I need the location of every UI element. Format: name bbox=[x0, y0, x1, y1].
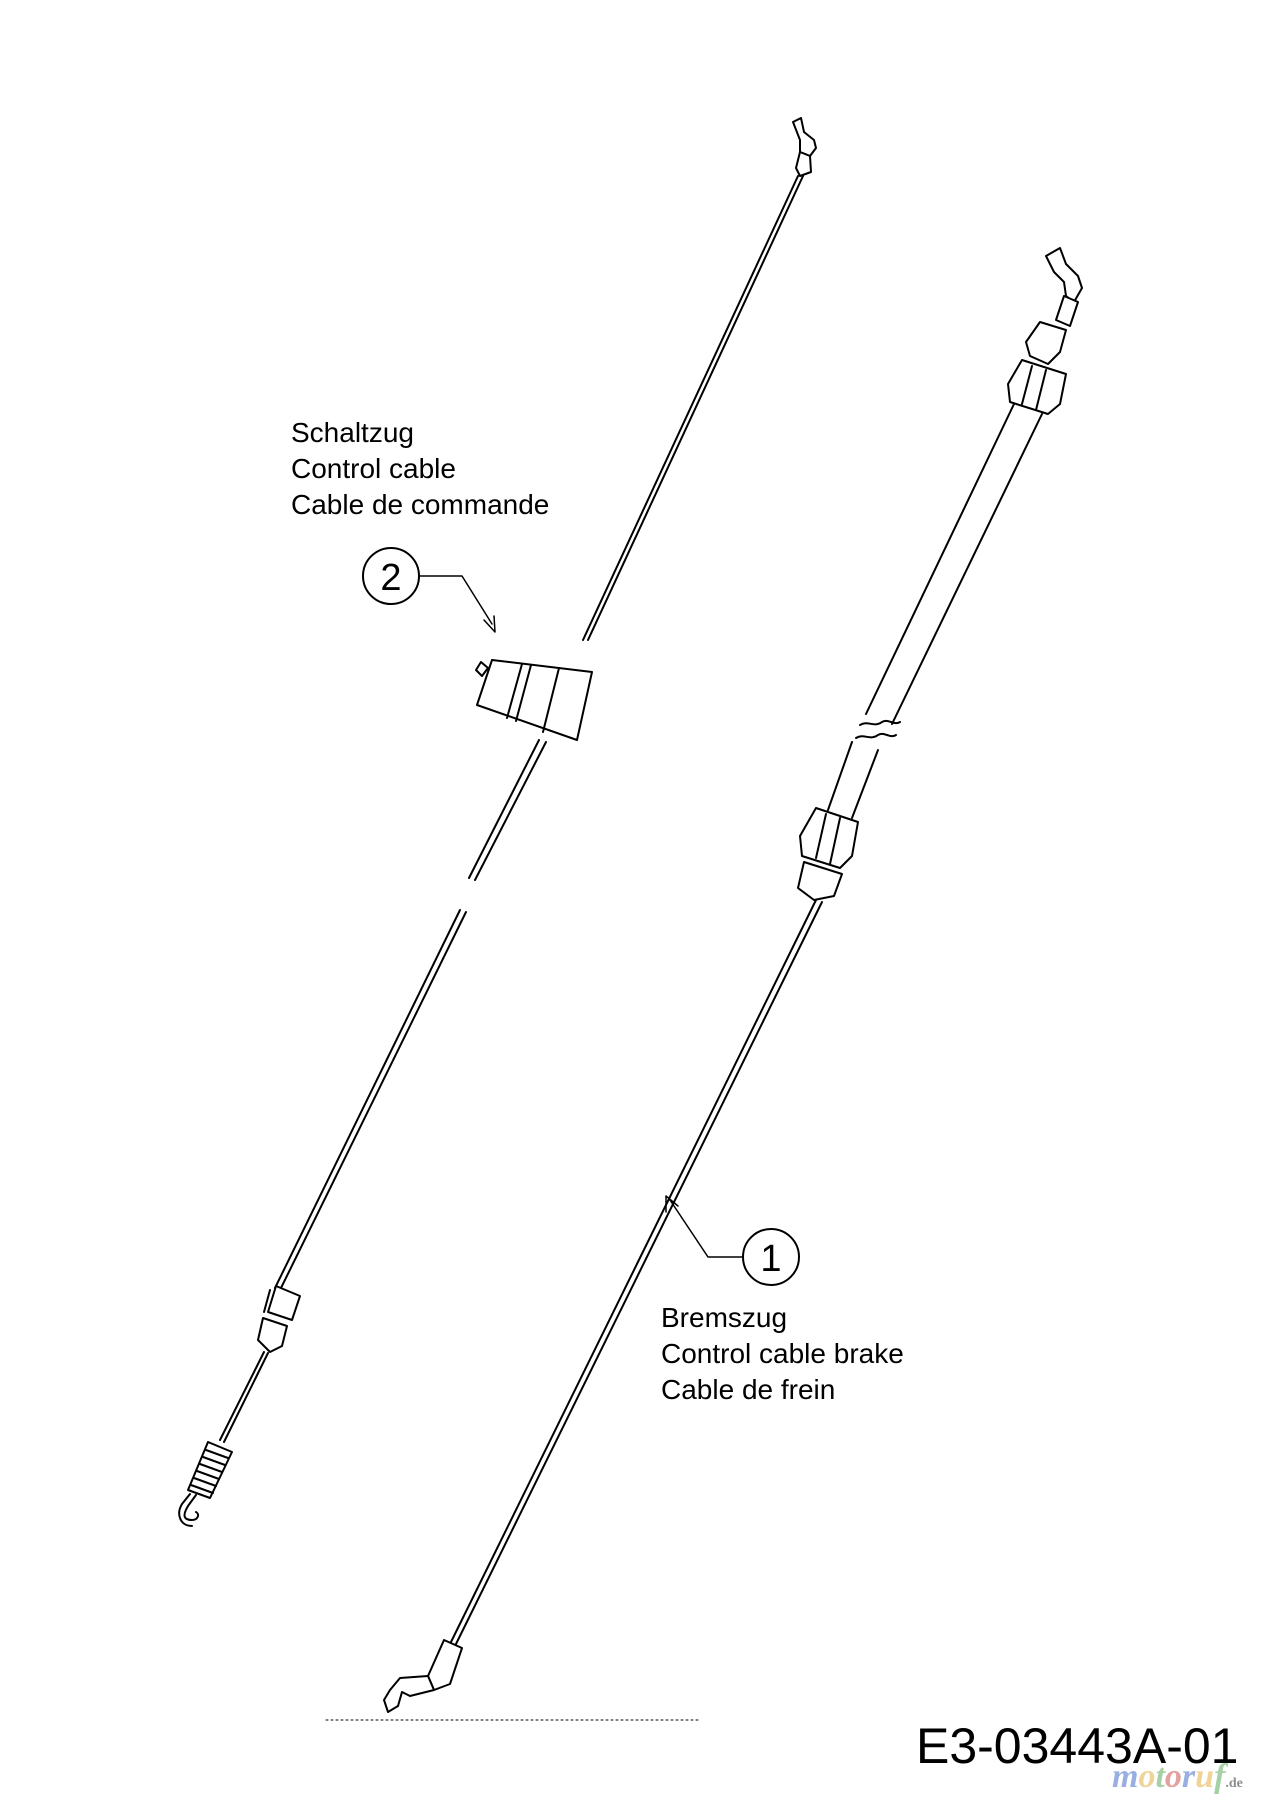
cable-2-top-ferrule bbox=[795, 151, 812, 177]
cable-2-wire-upper bbox=[582, 175, 804, 641]
cable-1-break-mark bbox=[855, 719, 901, 739]
callout-1-label-en: Control cable brake bbox=[661, 1338, 904, 1369]
cable-1-bottom-ferrule bbox=[427, 1639, 463, 1691]
cable-2-wire-middle bbox=[468, 739, 547, 881]
callout-1-label: Bremszug Control cable brake Cable de fr… bbox=[661, 1300, 904, 1408]
cable-2-lower-nut bbox=[257, 1317, 288, 1353]
callout-1-label-de: Bremszug bbox=[661, 1302, 788, 1333]
cable-1-lower-nut bbox=[799, 807, 859, 869]
watermark-logo: motoruf.de bbox=[1112, 1758, 1243, 1796]
callout-2-arrowhead bbox=[483, 615, 496, 633]
watermark-letter: o bbox=[1164, 1758, 1182, 1795]
watermark-letter: r bbox=[1181, 1758, 1196, 1795]
callout-1-arrowhead bbox=[665, 1195, 679, 1213]
watermark-suffix: .de bbox=[1225, 1776, 1243, 1791]
cable-2-lower-ferrule bbox=[267, 1285, 301, 1321]
cable-2-end-wire bbox=[219, 1351, 269, 1443]
cable-2-bottom-hook bbox=[178, 1493, 200, 1527]
cable-1-housing-upper bbox=[865, 403, 1043, 725]
callout-2[interactable] bbox=[362, 547, 496, 633]
callout-2-label: Schaltzug Control cable Cable de command… bbox=[291, 415, 549, 523]
callout-1[interactable] bbox=[665, 1195, 800, 1286]
callout-1-number: 1 bbox=[760, 1238, 781, 1280]
cable-1-lower-cone bbox=[797, 861, 843, 901]
cable-2-spring bbox=[187, 1441, 233, 1499]
cable-1-wire bbox=[450, 899, 823, 1645]
callout-1-leader bbox=[669, 1199, 744, 1258]
callout-2-label-fr: Cable de commande bbox=[291, 489, 550, 520]
callout-2-label-en: Control cable bbox=[291, 453, 456, 484]
callout-2-number: 2 bbox=[380, 557, 401, 599]
watermark-letter: t bbox=[1155, 1758, 1165, 1795]
cable-1-bottom-hook bbox=[383, 1675, 435, 1713]
cable-clip-part-2 bbox=[475, 659, 593, 741]
drawing-code: E3-03443A-01 bbox=[916, 1718, 1239, 1774]
cable-2-wire-lower bbox=[274, 909, 467, 1291]
cable-1-top-stub bbox=[1055, 295, 1079, 327]
callout-1-label-fr: Cable de frein bbox=[661, 1374, 836, 1405]
watermark-letter: u bbox=[1195, 1758, 1215, 1795]
cable-2-top-hook bbox=[792, 117, 817, 157]
watermark-letter: f bbox=[1214, 1758, 1226, 1795]
cable-1-housing-lower bbox=[827, 741, 879, 819]
cable-1-top-hook bbox=[1045, 247, 1083, 303]
callout-2-leader bbox=[418, 575, 493, 625]
callout-2-label-de: Schaltzug bbox=[291, 417, 414, 448]
watermark-text: motoruf bbox=[1112, 1758, 1225, 1795]
watermark-letter: o bbox=[1138, 1758, 1156, 1795]
control-cable-part-2 bbox=[178, 117, 817, 1527]
cable-1-top-cone bbox=[1025, 321, 1067, 365]
watermark-letter: m bbox=[1112, 1758, 1139, 1795]
brake-cable-part-1 bbox=[383, 247, 1083, 1713]
